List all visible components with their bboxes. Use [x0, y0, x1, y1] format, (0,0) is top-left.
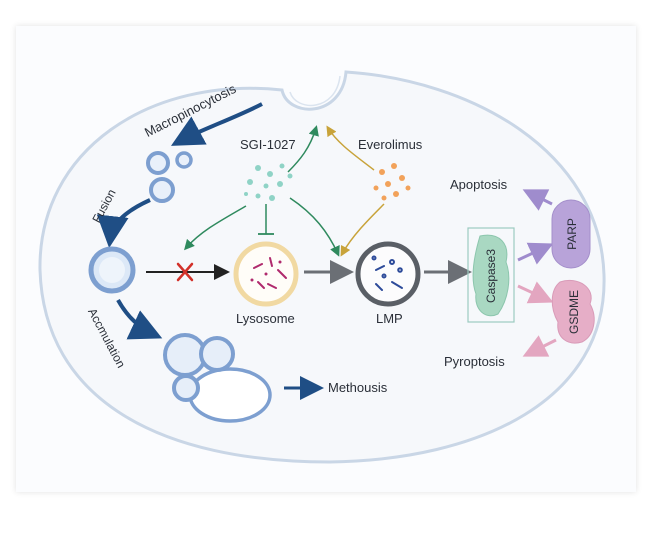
methousis-label: Methousis	[328, 380, 388, 395]
sgi-1027-label: SGI-1027	[240, 137, 296, 152]
block-x-icon	[176, 262, 194, 282]
everolimus-molecules	[373, 163, 411, 201]
lysosome	[233, 241, 299, 307]
vacuole-cluster	[163, 333, 272, 423]
macropinocytosis-arrow	[170, 102, 263, 146]
parp-label: PARP	[564, 218, 579, 250]
sgi-to-fusion-arrow	[184, 205, 247, 251]
sgi-1027-molecules	[244, 163, 293, 201]
macropinosome-vesicles	[146, 151, 193, 203]
lysosome-label: Lysosome	[236, 311, 295, 326]
caspase-to-gsdme-arrow	[517, 281, 554, 304]
caspase3-protein	[472, 234, 510, 317]
lmp-lysosome	[355, 241, 421, 307]
fusion-arrow	[96, 198, 151, 248]
lmp-label: LMP	[376, 311, 403, 326]
gsdme-label: GSDME	[567, 289, 582, 335]
accumulation-arrow	[116, 299, 163, 340]
sgi-to-membrane-arrow	[287, 125, 319, 173]
apoptosis-label: Apoptosis	[450, 177, 508, 192]
parp-to-apoptosis-arrow	[522, 189, 553, 211]
caspase3-label: Caspase3	[484, 248, 499, 304]
sgi-to-lmp-arrow	[289, 197, 340, 257]
pyroptosis-label: Pyroptosis	[444, 354, 505, 369]
caspase3-frame	[467, 227, 515, 323]
caspase-to-parp-arrow	[517, 242, 554, 265]
gsdme-protein	[551, 280, 595, 344]
everolimus-to-lmp-arrow	[340, 203, 385, 257]
everolimus-label: Everolimus	[358, 137, 423, 152]
fused-vesicle	[88, 246, 136, 294]
everolimus-to-membrane-arrow	[326, 125, 375, 171]
parp-protein	[551, 199, 591, 269]
gsdme-to-pyroptosis-arrow	[522, 335, 557, 357]
